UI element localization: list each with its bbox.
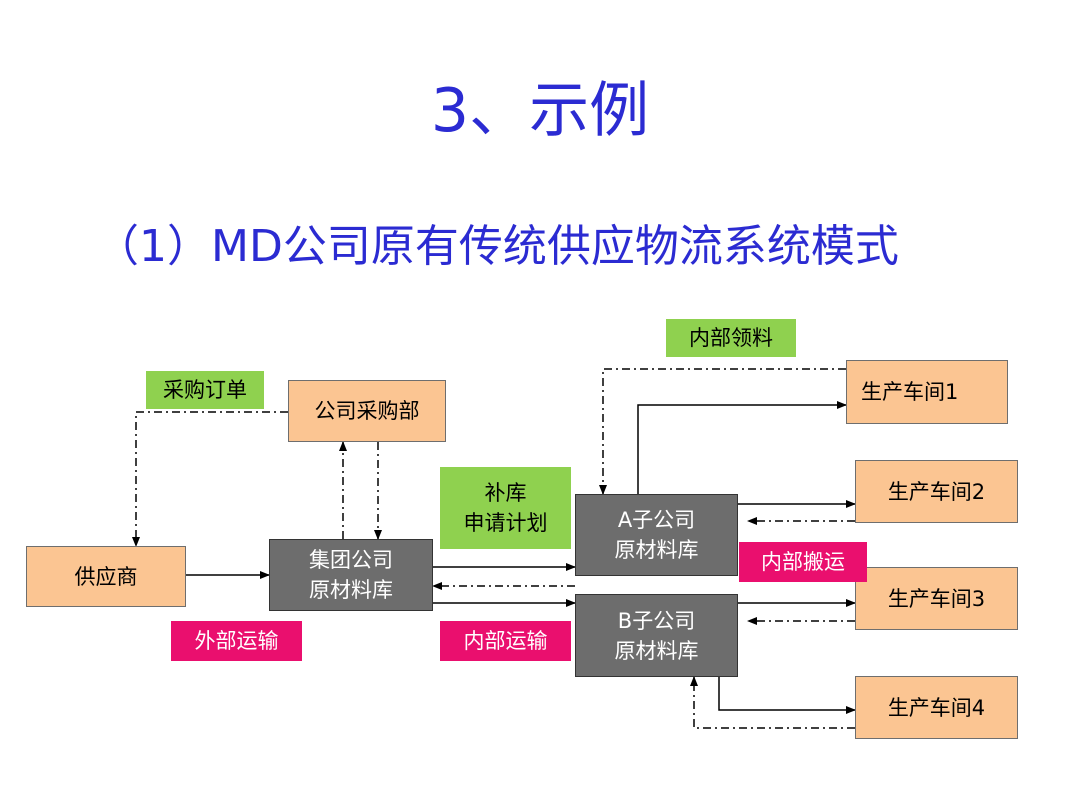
workshop-3-node: 生产车间3 <box>855 567 1018 630</box>
workshop4-to-b-arrow <box>690 676 855 729</box>
workshop-2-node: 生产车间2 <box>855 460 1018 523</box>
internal-requisition-line <box>599 368 846 495</box>
slide-title: 3、示例 <box>430 76 650 146</box>
internal-requisition-label: 内部领料 <box>666 319 796 357</box>
a-to-workshop1-arrow <box>637 401 847 494</box>
purchasing-dept-node: 公司采购部 <box>288 380 446 442</box>
purchase-order-line <box>132 411 288 547</box>
workshop-1-node: 生产车间1 <box>846 360 1008 424</box>
workshop-4-node: 生产车间4 <box>855 676 1018 739</box>
replenish-plan-label: 补库 申请计划 <box>440 467 571 549</box>
internal-handling-label: 内部搬运 <box>739 542 867 582</box>
a-warehouse-node: A子公司 原材料库 <box>575 494 738 576</box>
group-warehouse-node: 集团公司 原材料库 <box>269 539 433 611</box>
internal-transport-label: 内部运输 <box>440 621 571 661</box>
external-transport-label: 外部运输 <box>171 621 302 661</box>
slide-subtitle: （1）MD公司原有传统供应物流系统模式 <box>95 221 899 272</box>
purchase-order-label: 采购订单 <box>146 371 264 409</box>
supplier-node: 供应商 <box>26 546 186 607</box>
b-to-workshop4-arrow <box>718 677 856 714</box>
b-warehouse-node: B子公司 原材料库 <box>575 594 738 677</box>
